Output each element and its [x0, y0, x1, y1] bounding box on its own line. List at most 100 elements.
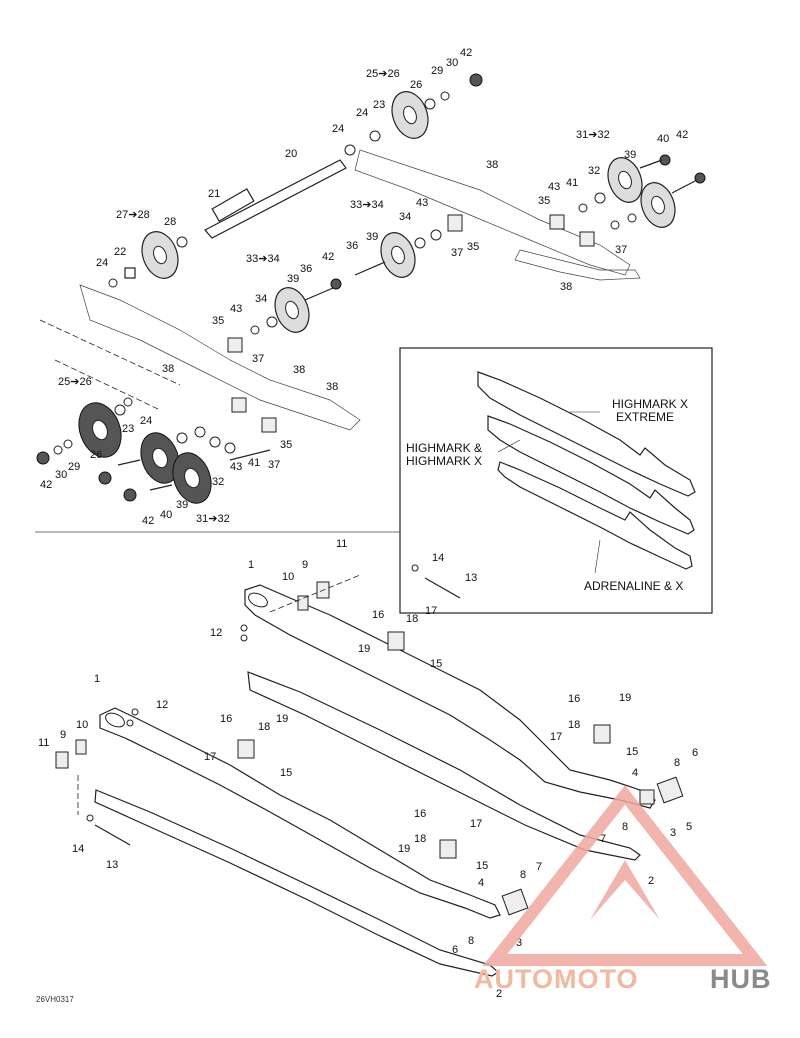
rail-highmark: [487, 415, 695, 535]
callout: 31➔32: [196, 513, 230, 525]
watermark-triangle-inner: [590, 860, 660, 920]
callout: 23: [122, 423, 134, 435]
callout: 38: [486, 159, 498, 171]
end-block-left: [501, 888, 529, 916]
callout: 24: [96, 257, 108, 269]
callout: 36: [346, 240, 358, 252]
callout: 34: [255, 293, 267, 305]
callout: 16: [220, 713, 232, 725]
lower-callouts: 1 9 10 11 12 14 13 16 18 17 19 15 16 18 …: [38, 538, 698, 1000]
callout: 42: [40, 479, 52, 491]
callout: 3: [516, 937, 522, 949]
callout: 8: [468, 935, 474, 947]
callout: 34: [399, 211, 411, 223]
figure-reference: 26VH0317: [36, 995, 74, 1004]
callout: 17: [425, 605, 437, 617]
callout: 19: [619, 692, 631, 704]
callout: 39: [624, 149, 636, 161]
slider-block-c: [237, 739, 255, 759]
callout: 1: [94, 673, 100, 685]
callout: 39: [287, 273, 299, 285]
callout: 41: [566, 177, 578, 189]
callout: 32: [212, 476, 224, 488]
upper-dash-line: [39, 319, 181, 386]
callout: 35: [538, 195, 550, 207]
callout: 8: [520, 869, 526, 881]
callout: 16: [568, 693, 580, 705]
callout: 18: [414, 833, 426, 845]
callout: 37: [451, 247, 463, 259]
callout: 29: [431, 65, 443, 77]
label-adrenaline: ADRENALINE & X: [584, 579, 683, 593]
callout: 39: [176, 499, 188, 511]
callout: 17: [470, 818, 482, 830]
wheel-left-upper: [108, 231, 188, 288]
upper-frame-rail-left: [79, 284, 361, 431]
label-highmark-1: HIGHMARK &: [406, 441, 482, 455]
callout: 42: [322, 251, 334, 263]
callout: 18: [406, 613, 418, 625]
callout: 12: [156, 699, 168, 711]
slider-left: [94, 789, 499, 977]
callout: 30: [55, 469, 67, 481]
slider-block-b: [593, 724, 611, 744]
callout: 15: [626, 746, 638, 758]
rail-left: [99, 707, 501, 919]
callout: 15: [476, 860, 488, 872]
callout: 37: [252, 353, 264, 365]
label-highmark-2: HIGHMARK X: [406, 454, 482, 468]
callout: 40: [657, 133, 669, 145]
callout: 42: [142, 515, 154, 527]
watermark-text-part2: HUB: [710, 964, 772, 994]
callout: 7: [536, 861, 542, 873]
callout: 4: [478, 877, 484, 889]
lower-assembly: [55, 564, 684, 977]
wheel-lower-left-cluster: [36, 397, 277, 504]
callout: 38: [162, 363, 174, 375]
bolt-right: [424, 577, 461, 599]
wheel-middle-a: [227, 284, 341, 353]
callout: 4: [632, 767, 638, 779]
callout: 26: [410, 79, 422, 91]
callout: 11: [336, 538, 347, 550]
callout: 37: [615, 244, 627, 256]
callout: 30: [446, 57, 458, 69]
callout: 24: [140, 415, 152, 427]
bolt-left: [94, 824, 131, 846]
callout: 7: [600, 833, 606, 845]
callout: 5: [686, 821, 692, 833]
callout: 10: [282, 571, 294, 583]
callout: 24: [332, 123, 344, 135]
callout: 16: [372, 609, 384, 621]
upper-frame-rail-right: [354, 149, 631, 276]
callout: 15: [430, 658, 442, 670]
callout: 13: [465, 572, 477, 584]
wheel-right-pair: [549, 154, 706, 247]
callout: 10: [76, 719, 88, 731]
callout: 19: [276, 713, 288, 725]
rail-adrenaline: [497, 461, 693, 570]
callout: 18: [568, 719, 580, 731]
callout: 23: [373, 99, 385, 111]
callout: 3: [670, 827, 676, 839]
callout: 14: [432, 552, 444, 564]
callout: 42: [676, 129, 688, 141]
callout: 22: [114, 246, 126, 258]
label-highmark-x-extreme-1: HIGHMARK X: [612, 397, 688, 411]
callout: 39: [366, 231, 378, 243]
callout: 18: [258, 721, 270, 733]
callout: 41: [248, 457, 260, 469]
callout: 32: [588, 165, 600, 177]
callout: 8: [622, 821, 628, 833]
watermark-triangle-outer: [482, 785, 768, 966]
callout: 38: [326, 381, 338, 393]
callout: 17: [550, 731, 562, 743]
slider-block-a: [387, 631, 405, 651]
callout: 6: [452, 944, 458, 956]
callout: 33➔34: [246, 253, 280, 265]
callout: 31➔32: [576, 129, 610, 141]
slider-right: [247, 671, 641, 861]
watermark-text-part1: AUTOMOTO: [474, 964, 639, 994]
callout: 19: [358, 643, 370, 655]
